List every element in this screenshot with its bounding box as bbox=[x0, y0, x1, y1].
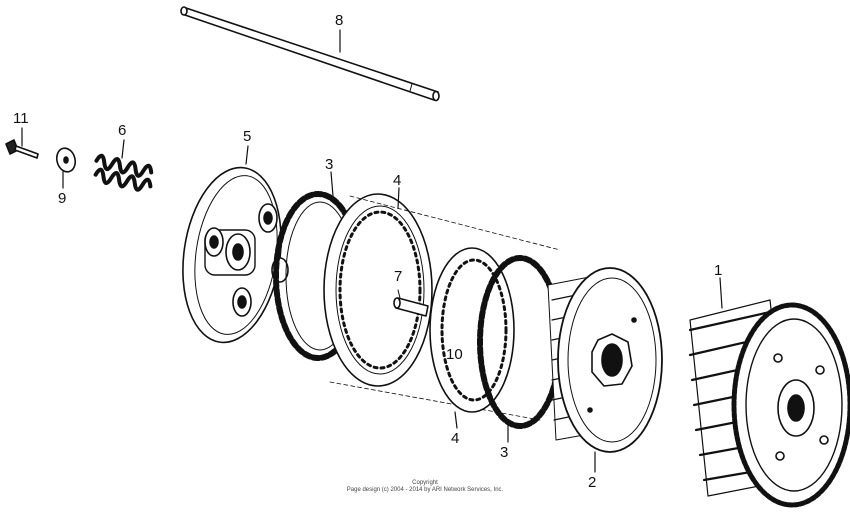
callout-3-upper: 3 bbox=[325, 156, 334, 173]
callout-2: 2 bbox=[588, 474, 597, 491]
assembly-guide-lines bbox=[329, 195, 561, 421]
copyright-line-1: Copyright bbox=[412, 480, 438, 486]
callout-7: 7 bbox=[394, 268, 403, 285]
callout-4-upper: 4 bbox=[393, 172, 402, 189]
clutch-center-part bbox=[547, 267, 663, 473]
callout-9: 9 bbox=[58, 190, 67, 207]
collar-part bbox=[393, 289, 429, 317]
clutch-plate-part bbox=[323, 187, 433, 387]
callout-3-lower: 3 bbox=[500, 444, 509, 461]
clutch-plate-part-2 bbox=[429, 247, 515, 429]
clutch-outer-part bbox=[688, 277, 850, 508]
callout-8: 8 bbox=[335, 12, 344, 29]
washer-part bbox=[55, 147, 77, 189]
pressure-plate-part bbox=[182, 145, 289, 344]
callout-6: 6 bbox=[118, 122, 127, 139]
callout-5: 5 bbox=[243, 128, 252, 145]
clutch-spring-part bbox=[93, 139, 154, 192]
callout-10: 10 bbox=[446, 346, 463, 363]
callout-4-lower: 4 bbox=[451, 430, 460, 447]
callout-11: 11 bbox=[13, 110, 29, 127]
push-rod-part bbox=[180, 6, 440, 102]
copyright-line-2: Page design (c) 2004 - 2014 by ARI Netwo… bbox=[346, 487, 504, 493]
callout-1: 1 bbox=[714, 262, 723, 279]
bolt-part bbox=[5, 127, 39, 159]
